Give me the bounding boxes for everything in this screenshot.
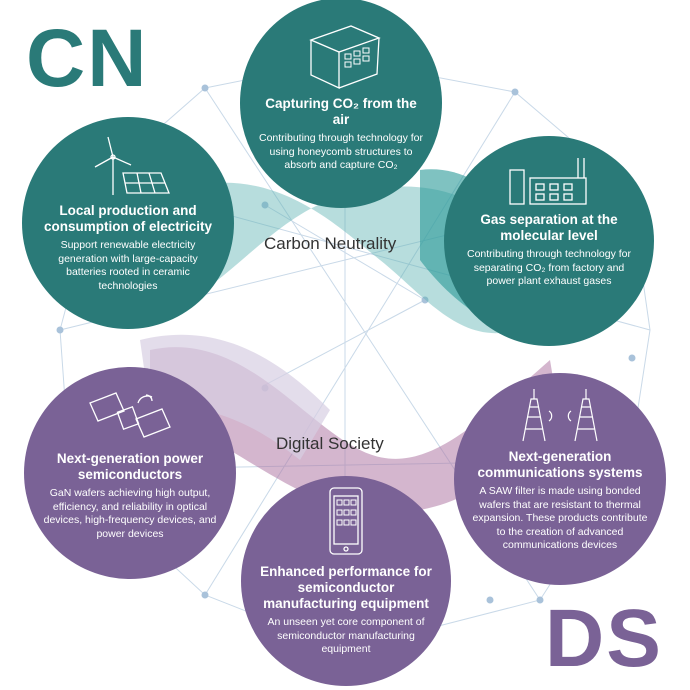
circle-description: Contributing through technology for usin… [258,132,424,171]
circle-description: GaN wafers achieving high output, effici… [43,487,217,540]
circle-local-electricity: Local production and consumption of elec… [22,117,234,329]
wind-turbine-solar-panel-icon [94,136,170,195]
circle-power-semiconductors: Next-generation power semiconductors GaN… [24,367,236,579]
circle-title: Next-generation communications systems [477,449,643,480]
circle-gas-separation: Gas separation at the molecular level Co… [444,136,654,346]
circle-description: Support renewable electricity generation… [58,239,198,292]
circle-title: Next-generation power semiconductors [56,451,204,482]
factory-icon [509,158,587,205]
circle-communications-systems: Next-generation communications systems A… [454,373,666,585]
circle-semiconductor-equipment: Enhanced performance for semiconductor m… [241,476,451,686]
circle-description: Contributing through technology for sepa… [466,248,632,287]
circle-capturing-co2: Capturing CO₂ from the air Contributing … [240,0,442,208]
circle-title: Capturing CO₂ from the air [265,96,417,127]
circle-description: A SAW filter is made using bonded wafers… [472,485,648,551]
digital-society-label: Digital Society [276,434,384,453]
carbon-neutrality-label: Carbon Neutrality [264,234,397,253]
circle-title: Local production and consumption of elec… [43,203,213,234]
circle-title: Gas separation at the molecular level [480,212,618,243]
radio-towers-icon [522,389,598,442]
honeycomb-building-icon [309,25,381,90]
circle-title: Enhanced performance for semiconductor m… [260,564,432,611]
satellite-icon [89,392,171,438]
smartphone-icon [329,487,363,555]
ds-label: DS [545,593,663,684]
circle-description: An unseen yet core component of semicond… [267,616,425,655]
cn-label: CN [26,13,149,104]
